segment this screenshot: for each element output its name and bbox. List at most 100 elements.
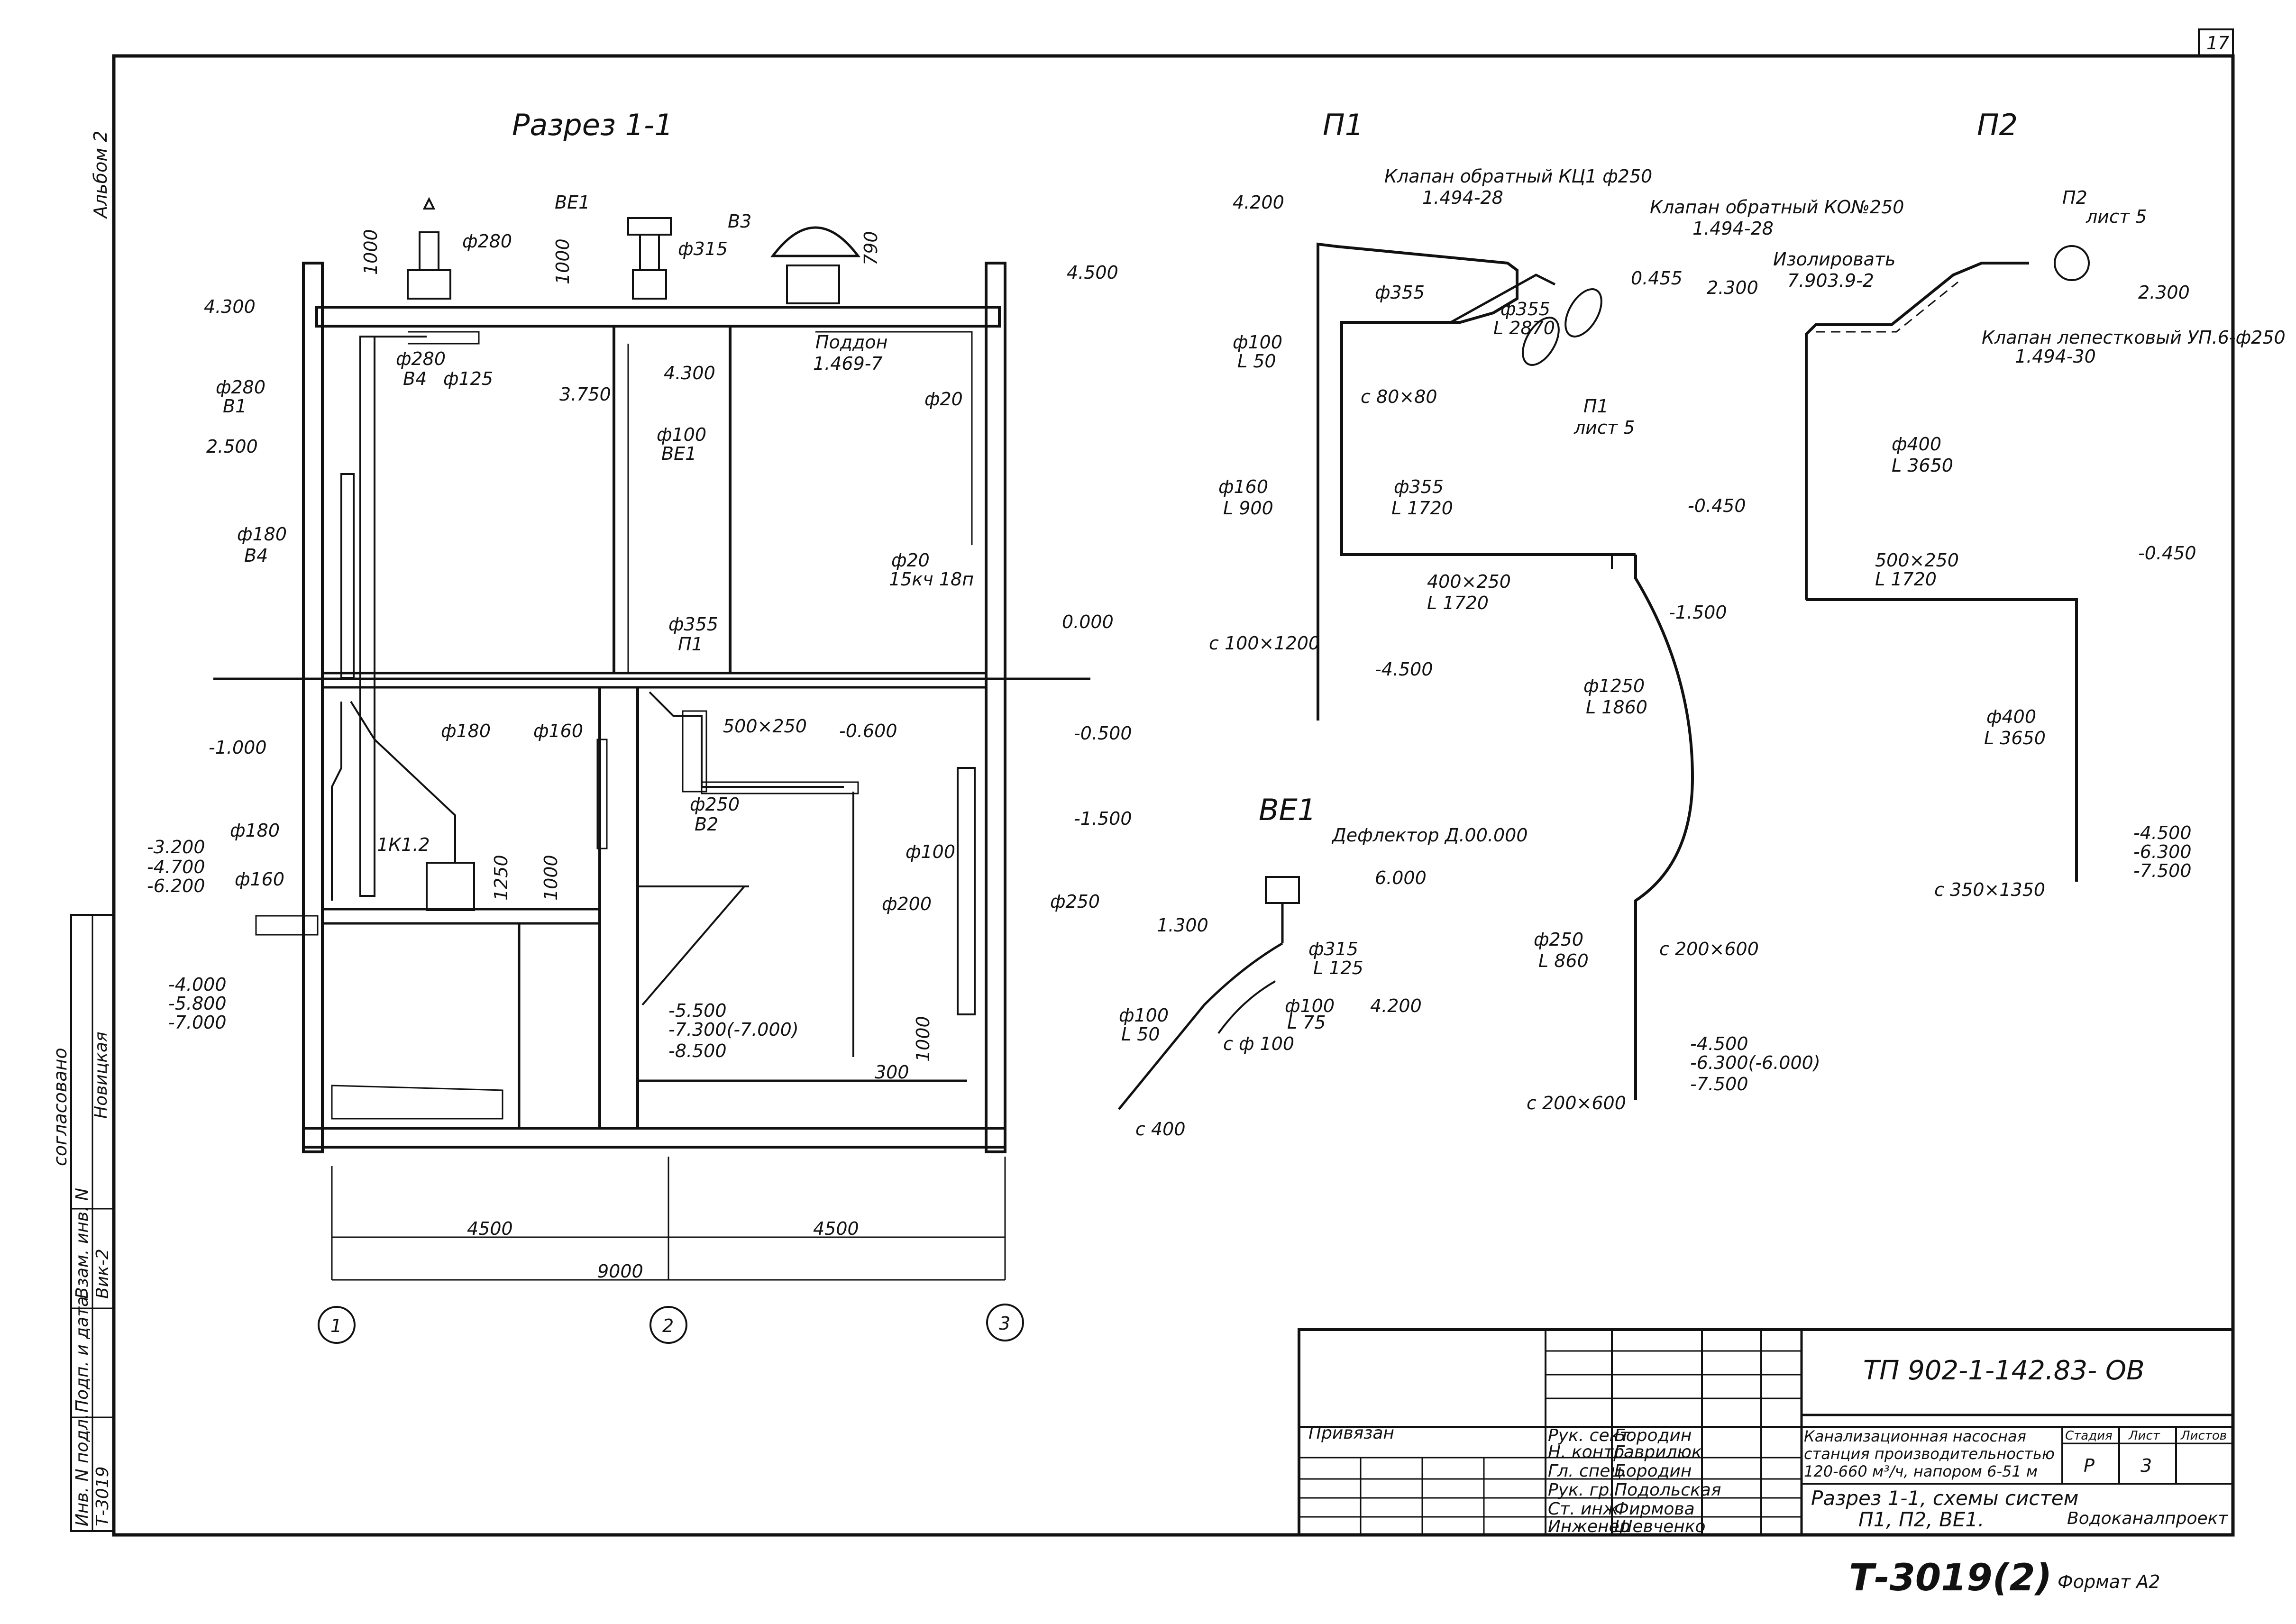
label-lvl-m0500: -0.500 (1074, 723, 1132, 744)
tb-role-1: Н. контр. (1548, 1442, 1630, 1462)
label-lvl-m4700: -4.700 (147, 857, 205, 877)
dim-9000: 9000 (597, 1261, 643, 1282)
be1-lvl-6000: 6.000 (1375, 867, 1427, 888)
stamp-cell-0: Взам. инв. N (73, 1188, 92, 1299)
inventory-number: Т-3019(2) (1849, 1557, 2052, 1599)
p1-c200a: с 200×600 (1659, 939, 1759, 959)
stamp-cell-1: Подп. и дата (73, 1296, 92, 1413)
p1-lvl-4200: 4.200 (1233, 192, 1284, 213)
section-ducts (255, 197, 976, 1057)
p2-scheme (1805, 245, 2090, 882)
be1-c400: с 400 (1135, 1119, 1186, 1140)
label-h1000b: 1000 (552, 238, 573, 284)
axis-2: 2 (662, 1315, 674, 1336)
tb-name-0: Бородин (1614, 1426, 1692, 1445)
p1-c200b: с 200×600 (1527, 1093, 1626, 1113)
tb-sheet-hdr: Лист (2128, 1429, 2160, 1443)
tb-sheets-hdr: Листов (2180, 1429, 2227, 1443)
p2-lvl-m4500: -4.500 (2133, 822, 2192, 843)
label-d180: ф180 (441, 721, 491, 741)
p1-lvl-m6300: -6.300(-6.000) (1690, 1052, 1820, 1073)
label-h790: 790 (860, 231, 881, 265)
p2-list5: лист 5 (2086, 206, 2147, 227)
label-h1000a: 1000 (360, 229, 381, 275)
p1-d355-a: ф355 (1375, 282, 1425, 303)
p1-valve1: Клапан обратный КЦ1 ф250 (1384, 166, 1652, 187)
label-b1: В1 (223, 396, 247, 417)
label-d250: ф250 (1050, 891, 1100, 912)
label-d100-be1: ф100 (657, 424, 706, 445)
label-d20-top: ф20 (924, 389, 963, 410)
p2-l3650-b: L 3650 (1984, 728, 2046, 748)
p1-list5: лист 5 (1573, 417, 1635, 438)
p1-lvl-m1500: -1.500 (1669, 602, 1727, 623)
p1-l1720: L 1720 (1391, 498, 1453, 519)
p2-insulate-ref: 7.903.9-2 (1787, 270, 1874, 291)
label-lvl-m8500: -8.500 (668, 1040, 727, 1061)
tb-sheet: 3 (2140, 1455, 2152, 1476)
axis-1: 1 (330, 1315, 342, 1336)
p2-duct-500x250: 500×250 (1875, 550, 1959, 571)
be1-d100-b: ф100 (1285, 995, 1335, 1016)
title-block: ТП 902-1-142.83- ОВ Привязан Рук. сект. … (1298, 1328, 2234, 1536)
be1-lvl-4200: 4.200 (1370, 995, 1422, 1016)
tb-role-5: Инженер (1548, 1517, 1630, 1536)
tb-name-2: Бородин (1614, 1461, 1692, 1481)
label-h1000c: 1000 (540, 855, 561, 901)
p1-l2870: L 2870 (1493, 318, 1555, 338)
axis-3: 3 (999, 1313, 1010, 1334)
tb-name-1: Гаврилюк (1614, 1442, 1702, 1462)
p2-labels: П2 лист 5 Изолировать 7.903.9-2 2.300 2.… (1707, 187, 2286, 900)
p1-title: П1 (1323, 108, 1363, 142)
p1-valve2: Клапан обратный КО№250 (1650, 197, 1904, 218)
tb-role-0: Рук. сект. (1548, 1426, 1635, 1445)
tb-project-title: Канализационная насосная станция произво… (1804, 1428, 2055, 1480)
p2-lvl-m7500: -7.500 (2133, 860, 2192, 881)
label-poddon-ref: 1.469-7 (813, 353, 883, 374)
be1-l50: L 50 (1121, 1024, 1160, 1045)
p1-d1250: ф1250 (1583, 675, 1645, 696)
tb-sheet-title-2: П1, П2, ВЕ1. (1858, 1508, 1984, 1531)
p1-c80: с 80×80 (1361, 386, 1437, 407)
label-d280-b4: ф280 (396, 348, 446, 369)
p1-lvl-m0450: -0.450 (1688, 495, 1746, 516)
p1-c100: с 100×1200 (1209, 633, 1320, 654)
p2-lvl-m6300: -6.300 (2133, 841, 2192, 862)
p2-p2: П2 (2062, 187, 2087, 208)
label-d160: ф160 (533, 721, 583, 741)
tb-role-2: Гл. спец. (1548, 1461, 1627, 1481)
label-lvl-4500-right: 4.500 (1067, 262, 1118, 283)
p1-d355-b: ф355 (1500, 299, 1550, 319)
label-lvl-m3200: -3.200 (147, 837, 205, 858)
p1-d355-c: ф355 (1394, 476, 1444, 497)
label-b4-b: В4 (244, 545, 268, 566)
p1-valve1-ref: 1.494-28 (1422, 187, 1503, 208)
label-d180-b4: ф180 (237, 524, 287, 545)
p2-d400-b: ф400 (1986, 706, 2036, 727)
p2-lvl-2300b: 2.300 (2138, 282, 2190, 303)
label-lvl-2500: 2.500 (206, 436, 258, 457)
stamp-signer: Новицкая (91, 1031, 111, 1119)
p1-lvl-0455: 0.455 (1631, 268, 1683, 289)
dim-4500b: 4500 (813, 1218, 859, 1239)
label-duct-500x250: 500×250 (723, 716, 807, 737)
p2-insulate: Изолировать (1773, 249, 1895, 270)
label-lvl-m0600: -0.600 (839, 721, 897, 741)
label-lvl-m4000: -4.000 (168, 974, 227, 995)
label-h1250: 1250 (491, 855, 512, 901)
label-d280-top: ф280 (462, 231, 512, 252)
label-p1-b: П1 (678, 634, 703, 655)
p2-l3650-a: L 3650 (1892, 455, 1953, 476)
p1-d100: ф100 (1233, 332, 1282, 353)
p1-lvl-m4500: -4.500 (1375, 659, 1433, 680)
stamp-cell-2: Инв. N подл. (73, 1414, 92, 1526)
p2-valve: Клапан лепестковый УП.6-ф250 (1982, 327, 2286, 348)
p2-d400-a: ф400 (1892, 434, 1941, 455)
label-lvl-m5800: -5.800 (168, 993, 227, 1014)
label-lvl-4300-mid: 4.300 (664, 363, 715, 383)
label-b4: В4 (403, 368, 427, 389)
tb-stage: Р (2084, 1455, 2095, 1476)
p1-lvl-m4500b: -4.500 (1690, 1033, 1748, 1054)
be1-deflector: Дефлектор Д.00.000 (1331, 825, 1528, 846)
be1-l75: L 75 (1287, 1012, 1326, 1033)
